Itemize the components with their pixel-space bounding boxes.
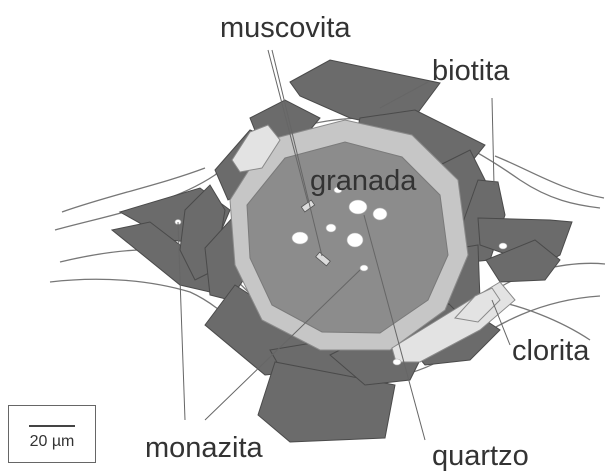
quartz-inclusion (292, 232, 308, 244)
label-clorita: clorita (512, 335, 590, 367)
quartz-inclusion (373, 208, 387, 220)
label-muscovita: muscovita (220, 12, 351, 44)
monazite-inclusion (393, 359, 401, 365)
quartz-inclusion (347, 233, 363, 247)
quartz-inclusion (349, 200, 367, 214)
label-quartzo: quartzo (432, 440, 529, 471)
scale-bar-label: 20 µm (9, 433, 95, 451)
label-biotita: biotita (432, 55, 510, 87)
monazite-inclusion (360, 265, 368, 271)
scale-bar-line (29, 425, 75, 427)
quartz-inclusion (326, 224, 336, 232)
label-monazita: monazita (145, 432, 264, 464)
label-granada: granada (310, 165, 417, 197)
monazite-inclusion (499, 243, 507, 249)
scale-bar: 20 µm (8, 405, 96, 463)
